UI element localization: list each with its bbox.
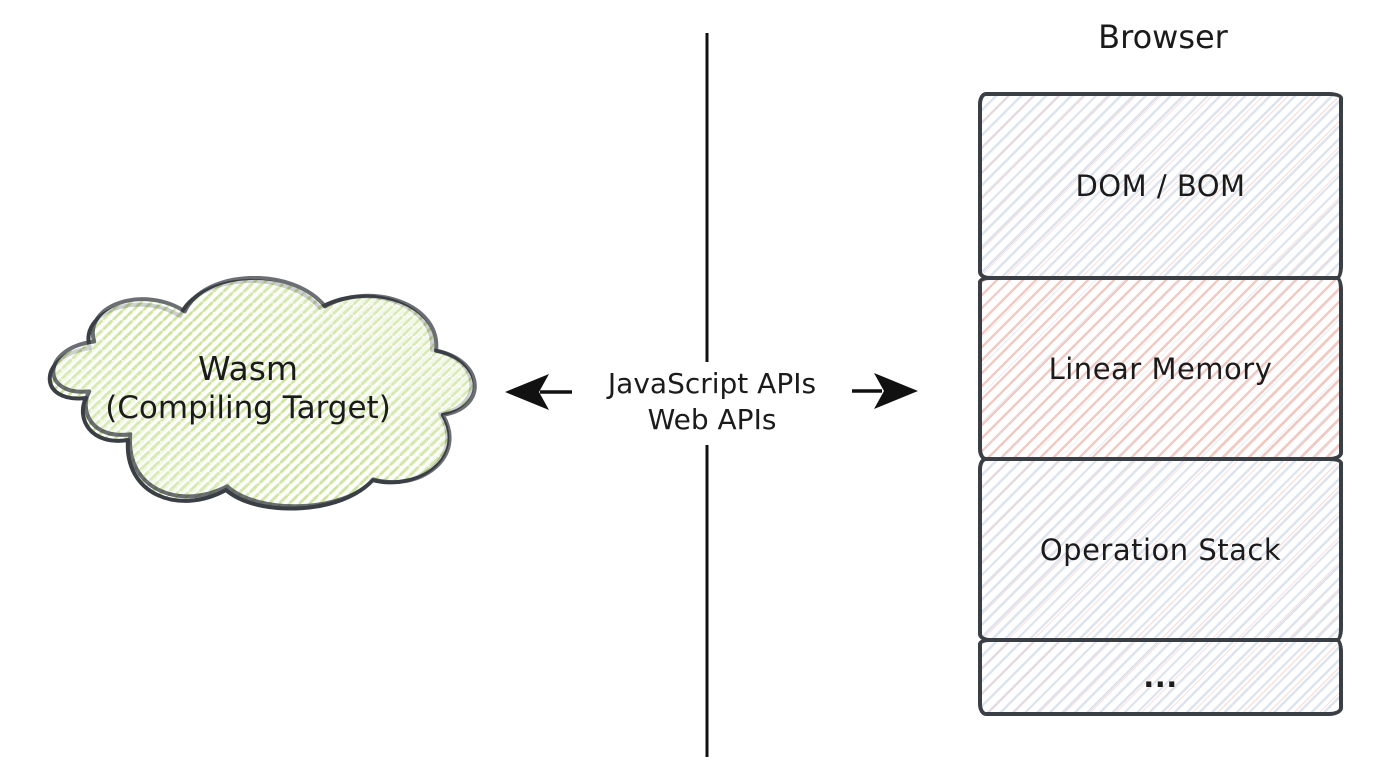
browser-title: Browser [1098,18,1228,56]
stack-box-operation-stack-label: Operation Stack [1039,532,1282,567]
stack-box-dom-bom: DOM / BOM [978,92,1343,280]
stack-box-dom-bom-label: DOM / BOM [1075,169,1246,203]
bridge-apis-label-line2: Web APIs [647,403,777,437]
wasm-cloud-label: Wasm (Compiling Target) [28,348,468,428]
wasm-cloud-title: Wasm [197,349,299,388]
bridge-apis-label: JavaScript APIs Web APIs [572,362,852,445]
stack-box-ellipsis-label: ... [1143,660,1178,694]
stack-box-ellipsis: ... [978,638,1343,716]
wasm-cloud: Wasm (Compiling Target) [28,276,492,526]
stack-box-operation-stack: Operation Stack [978,457,1343,642]
stack-box-linear-memory: Linear Memory [978,276,1343,461]
wasm-cloud-subtitle: (Compiling Target) [105,390,391,427]
stack-box-linear-memory-label: Linear Memory [1048,351,1273,386]
bridge-apis-label-line1: JavaScript APIs [607,367,817,400]
cloud-shape-icon [47,276,479,513]
